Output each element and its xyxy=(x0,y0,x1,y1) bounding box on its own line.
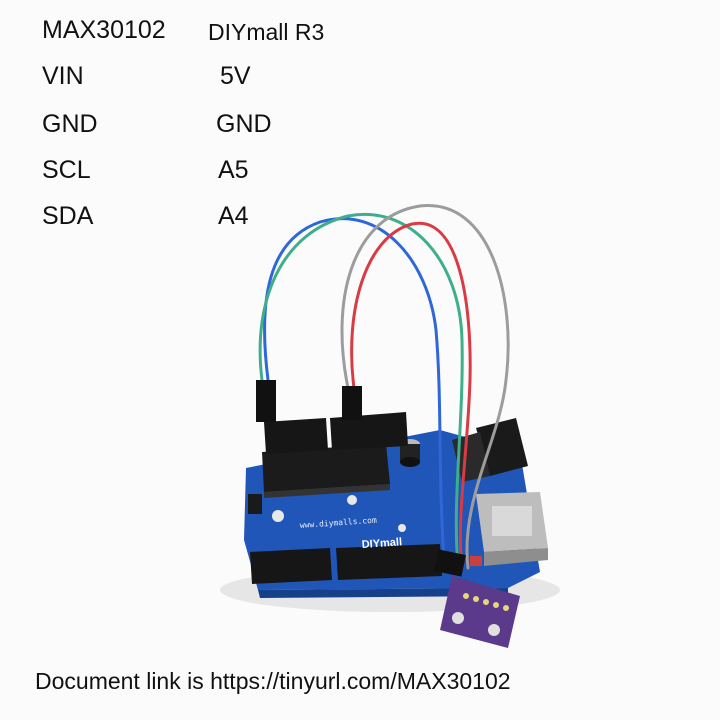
board-brand-text: DIYmall xyxy=(361,536,402,551)
top-headers xyxy=(264,412,408,454)
mounting-hole xyxy=(347,495,357,505)
power-jack xyxy=(452,418,528,482)
microcontroller-chip xyxy=(262,444,390,498)
pin-board-label: DIYmall R3 xyxy=(208,19,325,45)
pin-sensor-label: GND xyxy=(42,110,98,138)
wire-blue xyxy=(263,217,446,562)
pin-sensor-label: SDA xyxy=(42,202,94,230)
pin-sensor-label: SCL xyxy=(42,156,91,184)
dupont-connectors xyxy=(256,380,466,577)
pin-board-label: A4 xyxy=(218,202,249,230)
wire-green xyxy=(258,212,464,568)
document-link-text: Document link is https://tinyurl.com/MAX… xyxy=(35,668,511,694)
pin-board-label: A5 xyxy=(218,156,249,184)
reset-button xyxy=(470,556,482,566)
wire-gray xyxy=(340,204,510,570)
arduino-board: www.diymalls.com DIYmall xyxy=(244,412,548,598)
mounting-hole xyxy=(398,524,406,532)
bottom-headers xyxy=(250,544,442,584)
usb-connector xyxy=(476,492,548,566)
icsp-header xyxy=(248,494,262,514)
pin-sensor-label: MAX30102 xyxy=(42,16,166,44)
pin-sensor-label: VIN xyxy=(42,62,84,90)
wire-red xyxy=(350,221,472,570)
pin-board-label: 5V xyxy=(220,62,251,90)
mounting-hole xyxy=(272,510,284,522)
jumper-wires xyxy=(258,204,510,570)
pin-board-label: GND xyxy=(216,110,272,138)
max30102-sensor-module xyxy=(440,576,520,648)
